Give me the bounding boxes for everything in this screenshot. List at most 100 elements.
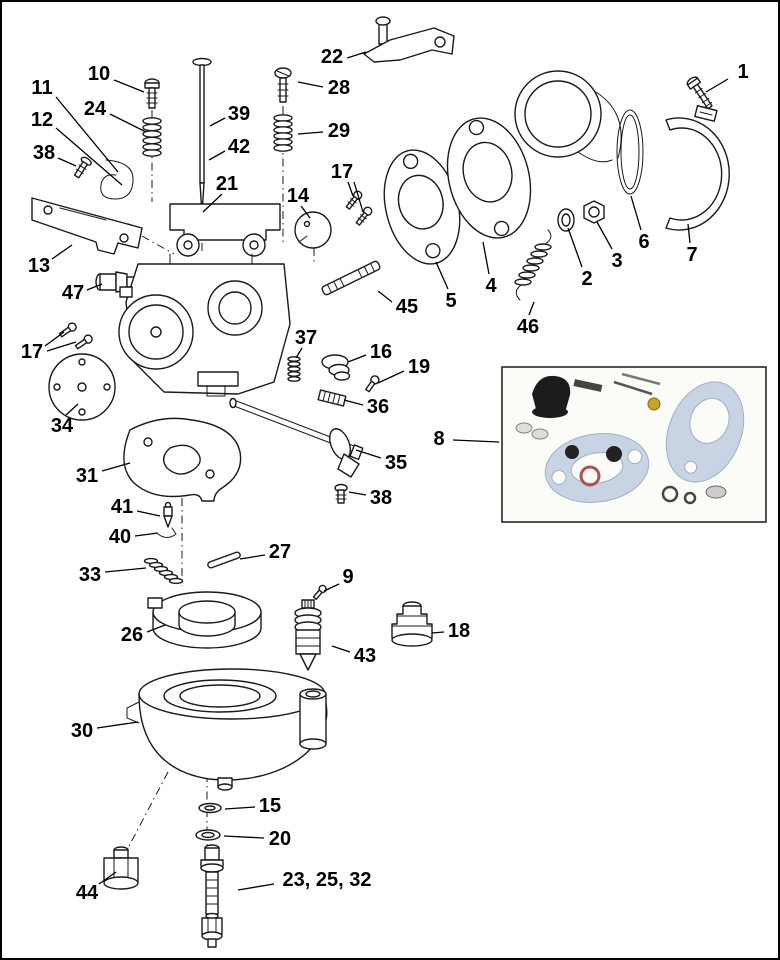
- leader-line-c33: [104, 567, 147, 573]
- leader-line-c17a: [347, 181, 354, 197]
- callout-c31: 31: [76, 465, 98, 487]
- kit-oring-small-1: [661, 485, 679, 503]
- callout-c7: 7: [686, 244, 697, 266]
- leader-line-c40: [134, 532, 159, 537]
- leader-line-c35: [355, 449, 382, 459]
- part-28-screw: [274, 67, 292, 103]
- callout-c13: 13: [28, 255, 50, 277]
- callout-c28: 28: [328, 77, 350, 99]
- part-39-42-needle: [192, 57, 212, 215]
- leader-line-c16: [347, 354, 367, 363]
- callout-c8: 8: [433, 428, 444, 450]
- part-24-spring: [142, 117, 162, 157]
- callout-c4: 4: [485, 275, 497, 297]
- kit-needle-1: [613, 380, 653, 396]
- leader-line-c9: [323, 583, 340, 592]
- callout-c6: 6: [638, 231, 649, 253]
- part-2-washer: [557, 208, 575, 232]
- part-17a-screws: [345, 190, 373, 226]
- leader-line-c42: [208, 150, 226, 161]
- part-1-screw: [686, 76, 713, 110]
- inset-kit-photo: [501, 366, 767, 523]
- leader-line-c15: [224, 806, 256, 810]
- callout-c38a: 38: [33, 142, 55, 164]
- callout-c19: 19: [408, 356, 430, 378]
- part-23-25-32-jet-assembly: [200, 844, 224, 948]
- part-31-gasket: [123, 417, 242, 502]
- part-4-intake-elbow: [446, 70, 622, 239]
- part-3-nut: [583, 200, 605, 224]
- kit-needle-2: [621, 372, 661, 386]
- part-16-spring: [321, 354, 351, 381]
- part-17b-screws: [58, 322, 93, 350]
- kit-pump-base: [532, 406, 568, 418]
- part-44-nut: [103, 846, 139, 890]
- leader-line-c7: [687, 223, 691, 244]
- part-26-float: [147, 591, 262, 649]
- part-14-gasket: [294, 211, 332, 249]
- leader-line-c38b: [348, 491, 367, 496]
- leader-line-c34: [65, 403, 79, 416]
- callout-c15: 15: [259, 795, 281, 817]
- leader-line-c17a: [353, 181, 364, 213]
- leader-line-c11: [55, 96, 119, 173]
- callout-c12: 12: [31, 109, 53, 131]
- part-18-cap: [391, 601, 433, 647]
- leader-line-c232532: [237, 883, 275, 891]
- leader-line-c21: [202, 193, 223, 213]
- leader-line-c10: [113, 79, 145, 93]
- callout-c11: 11: [31, 77, 52, 99]
- leader-line-c46: [528, 301, 535, 316]
- callout-c40: 40: [109, 526, 131, 548]
- callout-c38b: 38: [370, 487, 392, 509]
- leader-line-c14: [300, 205, 311, 219]
- callout-c18: 18: [448, 620, 470, 642]
- leader-line-c1: [705, 78, 729, 93]
- callout-c17a: 17: [331, 161, 353, 183]
- callout-c24: 24: [84, 98, 107, 120]
- part-15-washer: [198, 802, 222, 814]
- callout-c27: 27: [269, 541, 291, 563]
- leader-line-c47: [86, 283, 103, 291]
- part-19-screw: [365, 375, 380, 393]
- kit-pump-diaphragm: [532, 375, 571, 409]
- callout-c232532: 23, 25, 32: [283, 869, 372, 891]
- callout-c30: 30: [71, 720, 93, 742]
- callout-c34: 34: [51, 415, 74, 437]
- callout-c20: 20: [269, 828, 291, 850]
- callout-c3: 3: [611, 250, 622, 272]
- part-7-clamp: [665, 105, 730, 231]
- callout-c42: 42: [228, 136, 250, 158]
- leader-line-c24: [109, 113, 147, 133]
- part-35-throttle-shaft: [229, 397, 364, 478]
- part-38a-screw: [73, 156, 92, 179]
- part-34-diaphragm-plate: [48, 353, 116, 421]
- callout-c16: 16: [370, 341, 392, 363]
- part-13-bracket: [31, 197, 143, 255]
- leader-line-c5: [435, 261, 449, 290]
- leader-line-c22: [346, 51, 367, 59]
- callout-c44: 44: [76, 882, 99, 904]
- kit-washer-3: [705, 485, 727, 499]
- leader-line-c28: [297, 81, 324, 88]
- part-29-spring: [273, 114, 293, 152]
- callout-c43: 43: [354, 645, 376, 667]
- leader-line-c12: [55, 127, 123, 186]
- kit-seal-1: [606, 446, 622, 462]
- leader-line-c17b: [46, 341, 77, 352]
- callout-c17b: 17: [21, 341, 43, 363]
- callout-c5: 5: [445, 290, 456, 312]
- kit-screw: [573, 379, 603, 392]
- leader-line-c38a: [57, 157, 77, 167]
- kit-oring-small-2: [683, 491, 697, 505]
- part-6-oring: [616, 109, 644, 195]
- kit-oring-red: [579, 465, 601, 487]
- kit-washer-2: [531, 428, 549, 440]
- leader-line-c30: [96, 721, 139, 729]
- callout-c35: 35: [385, 452, 407, 474]
- part-22-bracket: [363, 16, 455, 63]
- callout-c26: 26: [121, 624, 143, 646]
- leader-line-c6: [630, 195, 642, 231]
